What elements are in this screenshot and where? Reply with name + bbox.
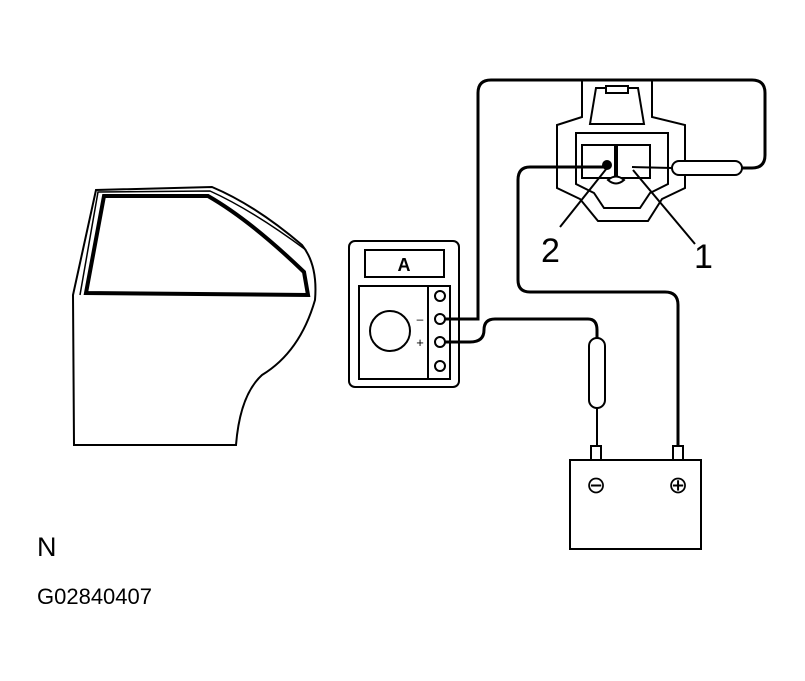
view-label: N: [37, 532, 57, 562]
battery-negative-post: [590, 445, 602, 461]
door-window-frame: [83, 194, 311, 298]
connector-inner-face: [575, 132, 669, 209]
battery-body: [569, 459, 702, 550]
ammeter-jack-4: [434, 360, 446, 372]
ammeter-minus-label: –: [417, 312, 424, 326]
wires: [445, 78, 767, 446]
callout-2: 2: [541, 232, 560, 270]
rear-door: [71, 185, 317, 446]
ammeter: A – +: [348, 240, 460, 388]
ammeter-plus-label: +: [416, 335, 424, 350]
ammeter-display: [364, 249, 445, 278]
door-outer-outline: [71, 185, 317, 446]
ammeter-dial: [369, 310, 411, 352]
leader-terminal-2: [559, 167, 608, 228]
probe-terminal-1: [671, 160, 743, 176]
terminal-2-contact: [602, 160, 612, 170]
battery-positive-post: [672, 445, 684, 461]
connector-lock-slot: [605, 85, 629, 94]
wire-ammeter-plus-to-battery-negative: [445, 317, 599, 344]
connector-terminal-1: [616, 144, 651, 179]
battery: ⊖ ⊕: [569, 445, 702, 550]
battery-negative-symbol: ⊖: [586, 472, 606, 499]
probe-tip-terminal-1: [631, 166, 673, 169]
ammeter-unit-label: A: [398, 255, 411, 275]
battery-positive-symbol: ⊕: [668, 472, 688, 499]
connector-key: [606, 175, 626, 185]
ammeter-jack-1: [434, 290, 446, 302]
figure-code: G02840407: [37, 584, 152, 609]
ammeter-jack-plus: [434, 336, 446, 348]
leader-terminal-1: [632, 169, 696, 245]
ammeter-jack-minus: [434, 313, 446, 325]
connector: [556, 79, 686, 222]
door-inner-trim: [79, 190, 307, 296]
wire-ammeter-minus-to-terminal-1: [445, 78, 767, 321]
wire-terminal-2-to-battery-positive: [516, 165, 680, 446]
probe-battery-negative: [588, 337, 606, 409]
callouts: [559, 167, 696, 245]
callout-1: 1: [694, 238, 713, 276]
